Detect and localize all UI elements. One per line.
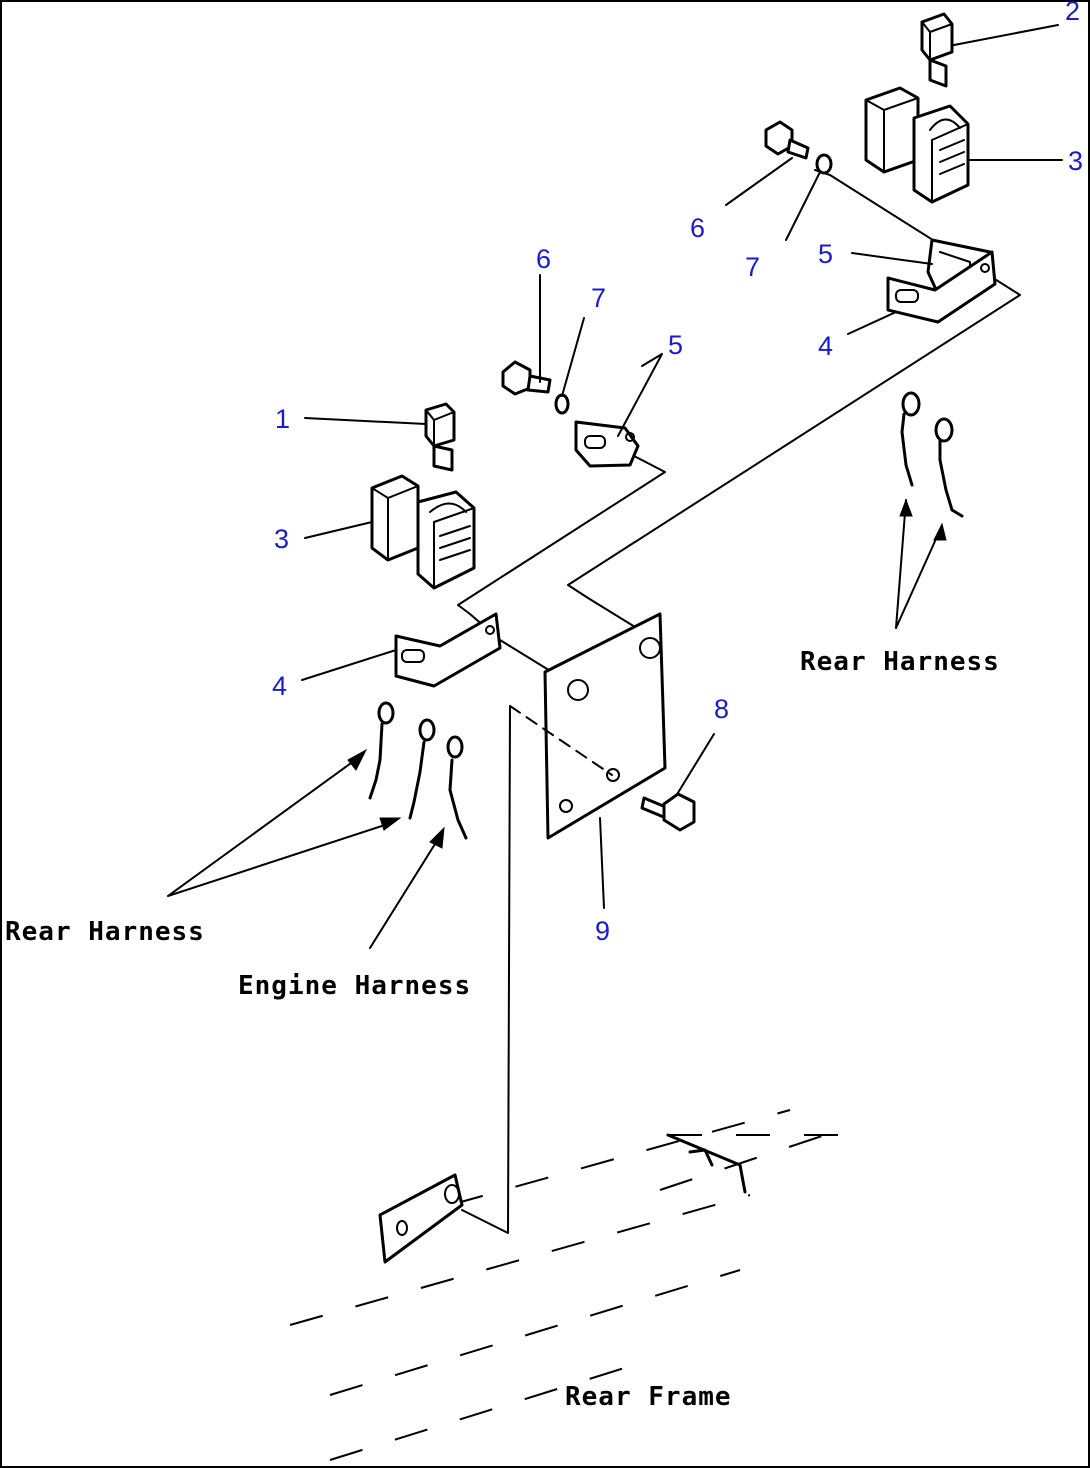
label-rear-harness-right: Rear Harness (800, 647, 1000, 677)
relay-part-2 (920, 12, 954, 88)
bracket-drop-line (461, 705, 511, 1234)
callout-8: 8 (714, 694, 729, 724)
callout-3-upper: 3 (1068, 146, 1083, 176)
harness-terminals-left (368, 701, 468, 840)
label-rear-harness-left: Rear Harness (5, 917, 205, 947)
bolt-part-6-lower (501, 360, 552, 396)
callout-3-lower: 3 (274, 524, 289, 554)
callout-6-lower: 6 (536, 244, 551, 274)
label-rear-frame: Rear Frame (565, 1382, 732, 1412)
callout-4-lower: 4 (272, 671, 287, 701)
l-bracket-part-4-upper (886, 250, 997, 324)
label-engine-harness: Engine Harness (238, 971, 471, 1001)
l-bracket-part-4-lower (394, 612, 502, 688)
callout-1: 1 (275, 404, 290, 434)
mount-plate-part-9 (509, 612, 667, 840)
rear-harness-terminals-right (900, 391, 964, 518)
relay-socket-part-3-lower (370, 474, 476, 590)
callout-5-upper: 5 (818, 239, 833, 269)
bolt-part-8 (640, 792, 696, 832)
clip-bracket-part-5-lower (574, 420, 640, 468)
callout-7-upper: 7 (745, 252, 760, 282)
leader-lines (167, 24, 1063, 949)
callout-7-lower: 7 (591, 283, 606, 313)
callout-9: 9 (595, 916, 610, 946)
relay-socket-part-3-upper (864, 86, 970, 204)
relay-part-1 (424, 402, 456, 472)
callout-6-upper: 6 (690, 213, 705, 243)
rear-frame-outline (289, 1109, 841, 1461)
callout-4-upper: 4 (818, 331, 833, 361)
arrow-heads (347, 498, 947, 849)
bolt-washer-upper (764, 120, 833, 175)
callout-5-lower: 5 (668, 330, 683, 360)
callout-2: 2 (1065, 0, 1080, 26)
washer-part-7-lower (554, 393, 570, 415)
